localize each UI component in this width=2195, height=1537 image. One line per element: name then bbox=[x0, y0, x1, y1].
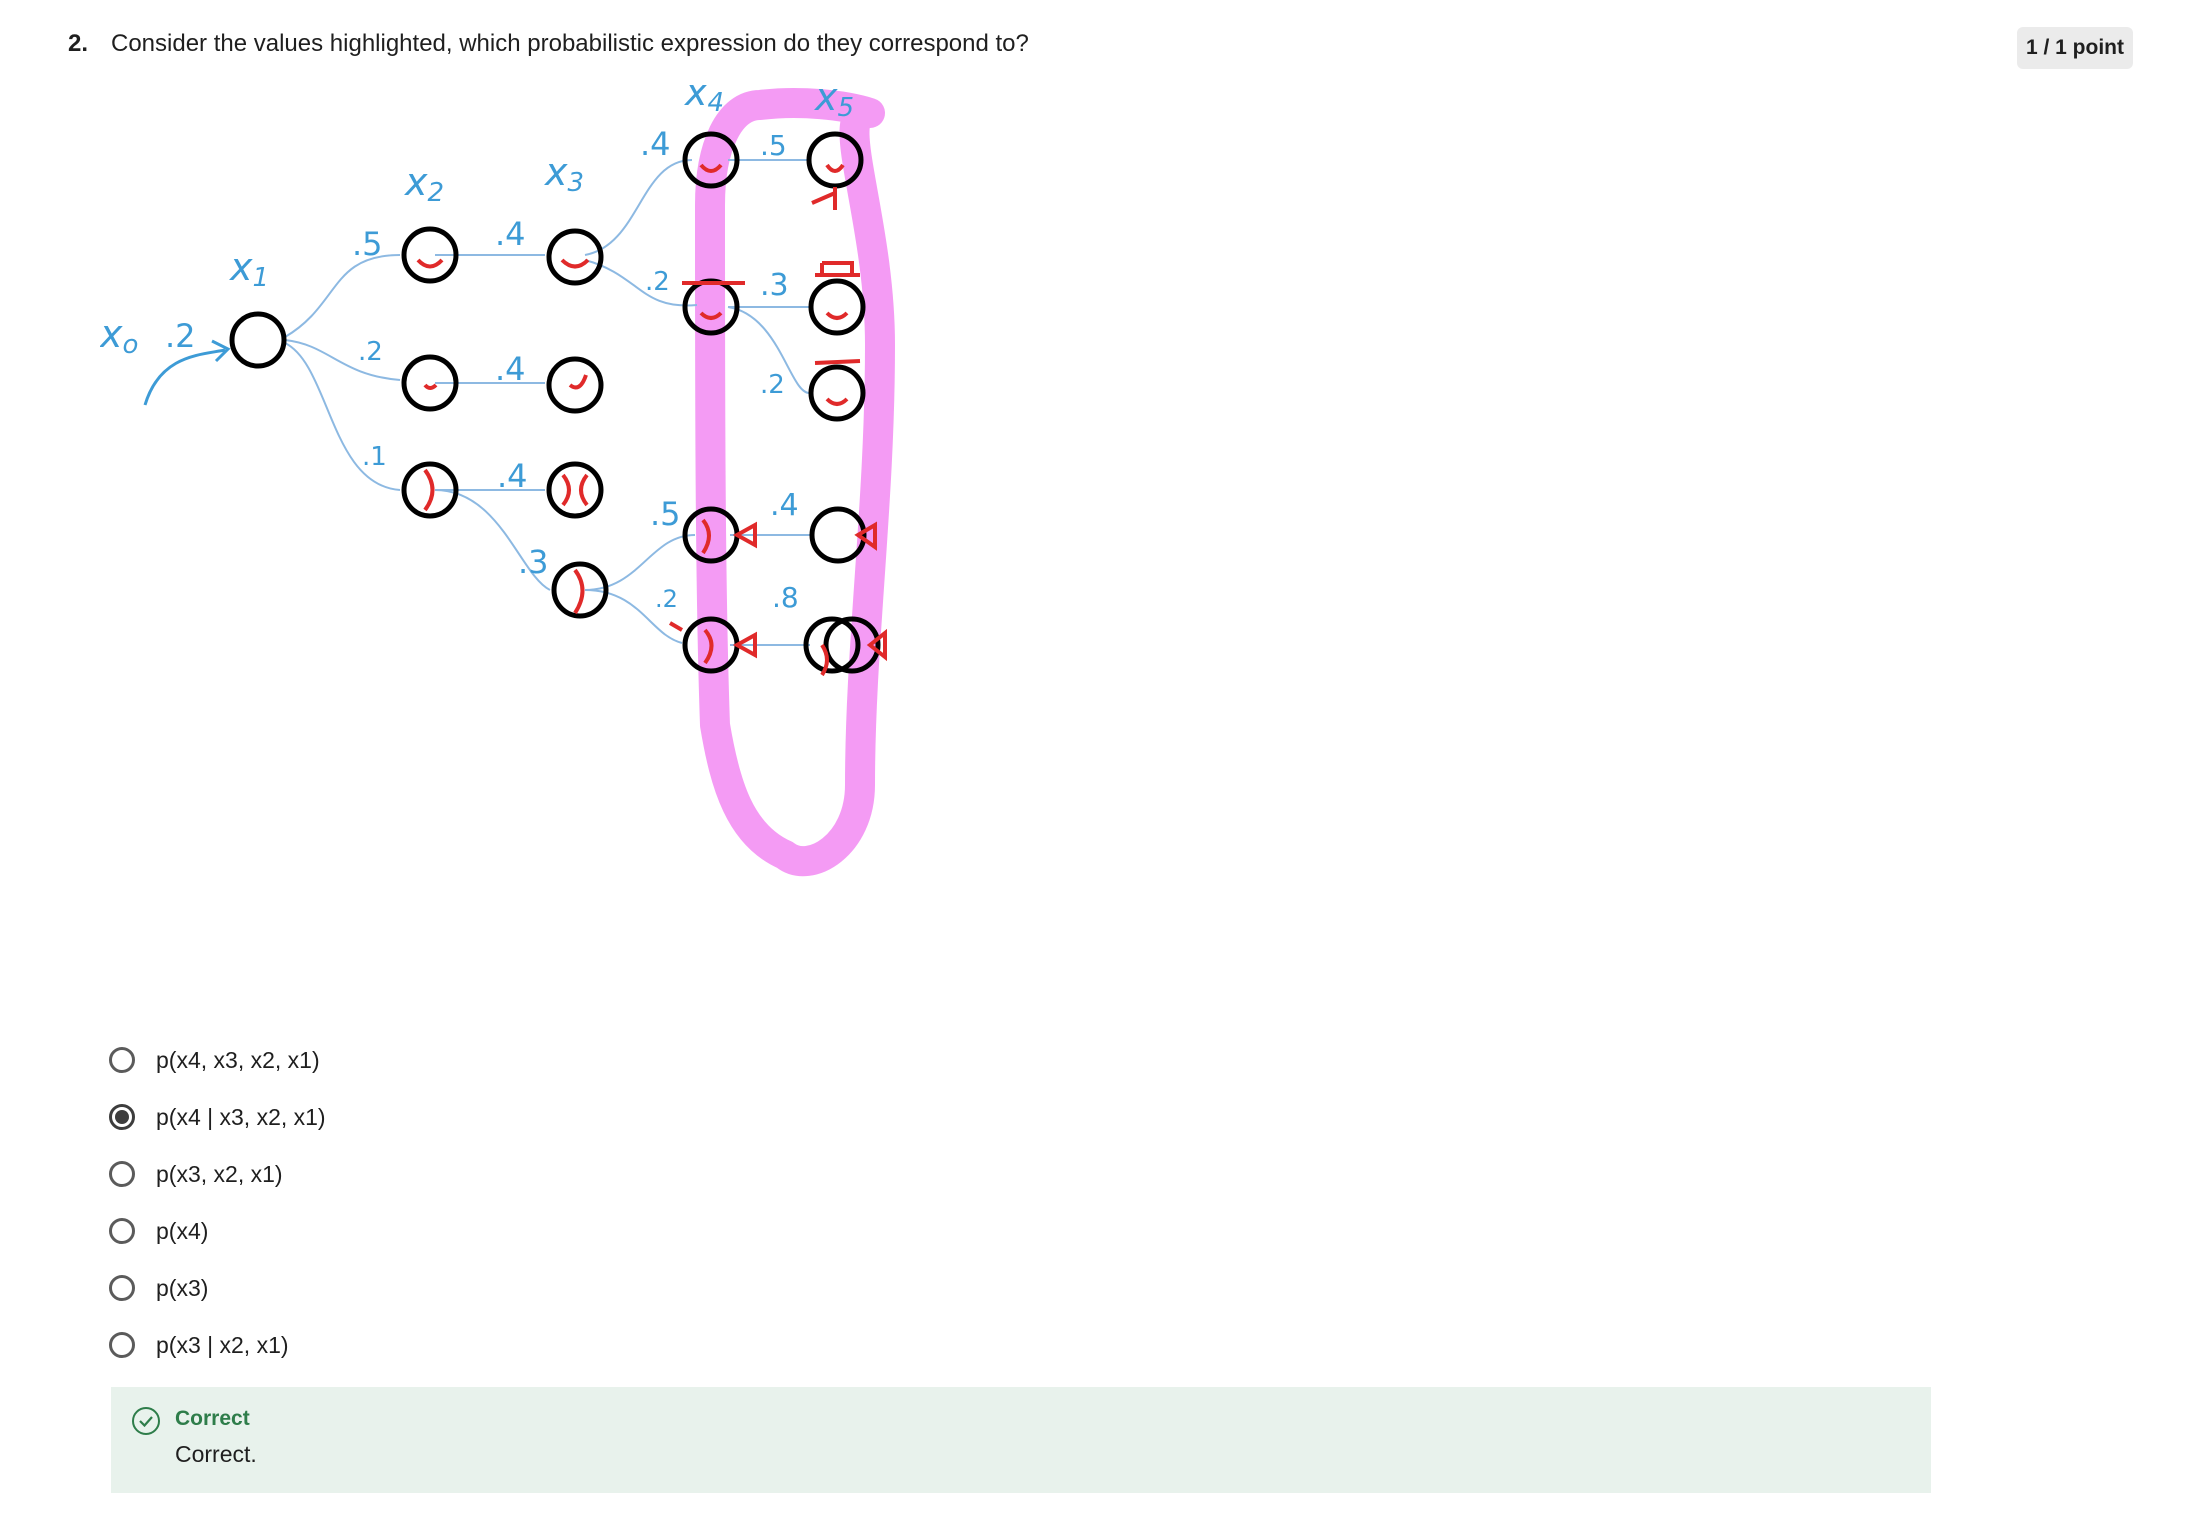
node-x5-stick bbox=[806, 131, 864, 189]
question-figure: xo x1 x2 x3 x4 x5 .2 .5 .2 .1 .4 .4 .4 .… bbox=[99, 70, 1250, 965]
prob-x1-mid: .2 bbox=[358, 337, 383, 367]
option-label: p(x3, x2, x1) bbox=[156, 1160, 283, 1187]
label-x2: x2 bbox=[404, 160, 444, 208]
option-4[interactable]: p(x4) bbox=[109, 1211, 208, 1251]
node-x2-happy bbox=[401, 226, 459, 284]
node-x5-candy bbox=[809, 506, 867, 564]
prob-x4-b: .3 bbox=[760, 268, 789, 303]
prob-x4-c: .2 bbox=[760, 370, 785, 400]
radio-unchecked-icon[interactable] bbox=[109, 1275, 135, 1301]
radio-unchecked-icon[interactable] bbox=[109, 1218, 135, 1244]
option-6[interactable]: p(x3 | x2, x1) bbox=[109, 1325, 289, 1365]
label-x3: x3 bbox=[544, 150, 584, 198]
question-number: 2. bbox=[68, 30, 89, 57]
prob-x4-a: .5 bbox=[760, 129, 787, 162]
prob-x4-d: .4 bbox=[770, 488, 799, 523]
label-x5: x5 bbox=[814, 85, 854, 123]
feedback-title: Correct bbox=[175, 1407, 250, 1430]
label-x0: xo bbox=[100, 312, 138, 360]
prob-x3-bot-low: .2 bbox=[655, 585, 678, 613]
node-x3-mid bbox=[546, 356, 604, 414]
check-circle-icon bbox=[132, 1407, 160, 1435]
radio-unchecked-icon[interactable] bbox=[109, 1047, 135, 1073]
markov-chain-drawing: xo x1 x2 x3 x4 x5 .2 .5 .2 .1 .4 .4 .4 .… bbox=[99, 70, 895, 877]
option-label: p(x4) bbox=[156, 1217, 209, 1244]
prob-x2-bot: .4 bbox=[497, 457, 528, 495]
option-3[interactable]: p(x3, x2, x1) bbox=[109, 1154, 283, 1194]
start-arrow bbox=[143, 348, 226, 406]
option-5[interactable]: p(x3) bbox=[109, 1268, 208, 1308]
option-label: p(x3) bbox=[156, 1274, 209, 1301]
option-1[interactable]: p(x4, x3, x2, x1) bbox=[109, 1040, 320, 1080]
prob-x3-top-low: .2 bbox=[645, 267, 670, 297]
option-2[interactable]: p(x4 | x3, x2, x1) bbox=[109, 1097, 326, 1137]
prob-x1-top: .5 bbox=[352, 225, 383, 263]
node-x2-ball bbox=[401, 461, 459, 519]
face-features bbox=[416, 163, 887, 677]
radio-unchecked-icon[interactable] bbox=[109, 1161, 135, 1187]
handwritten-probabilities: .2 .5 .2 .1 .4 .4 .4 .3 .4 .2 .5 .2 .5 .… bbox=[165, 125, 799, 614]
node-x5-candy2 bbox=[803, 616, 861, 674]
node-x5-hat bbox=[808, 278, 866, 336]
prob-x3-top: .4 bbox=[640, 125, 671, 163]
prob-x3-bot: .5 bbox=[650, 495, 681, 533]
node-x5-hat2 bbox=[808, 364, 866, 422]
node-x2-mid bbox=[401, 354, 459, 412]
prob-x2-mid: .4 bbox=[495, 350, 526, 388]
radio-checked-icon[interactable] bbox=[109, 1104, 135, 1130]
highlight-loop bbox=[695, 88, 895, 877]
prob-x1-bot: .1 bbox=[362, 442, 387, 472]
label-x1: x1 bbox=[229, 245, 269, 293]
node-x3-ball bbox=[546, 461, 604, 519]
question-text: Consider the values highlighted, which p… bbox=[111, 30, 1029, 57]
node-x1 bbox=[229, 311, 287, 369]
option-label: p(x4 | x3, x2, x1) bbox=[156, 1103, 326, 1130]
prob-x4-e: .8 bbox=[772, 581, 799, 614]
prob-x0-x1: .2 bbox=[165, 317, 196, 355]
option-label: p(x3 | x2, x1) bbox=[156, 1331, 289, 1358]
points-badge: 1 / 1 point bbox=[2017, 27, 2133, 69]
label-x4: x4 bbox=[684, 85, 724, 118]
node-x3-happy bbox=[546, 228, 604, 286]
option-label: p(x4, x3, x2, x1) bbox=[156, 1046, 320, 1073]
node-x3-candy bbox=[551, 561, 609, 619]
prob-x2-top: .4 bbox=[495, 215, 526, 253]
feedback-text: Correct. bbox=[175, 1441, 257, 1467]
radio-unchecked-icon[interactable] bbox=[109, 1332, 135, 1358]
feedback-box: Correct Correct. bbox=[111, 1387, 1931, 1493]
node-x4-happy bbox=[682, 131, 740, 189]
prob-x2-bot-low: .3 bbox=[518, 543, 549, 581]
